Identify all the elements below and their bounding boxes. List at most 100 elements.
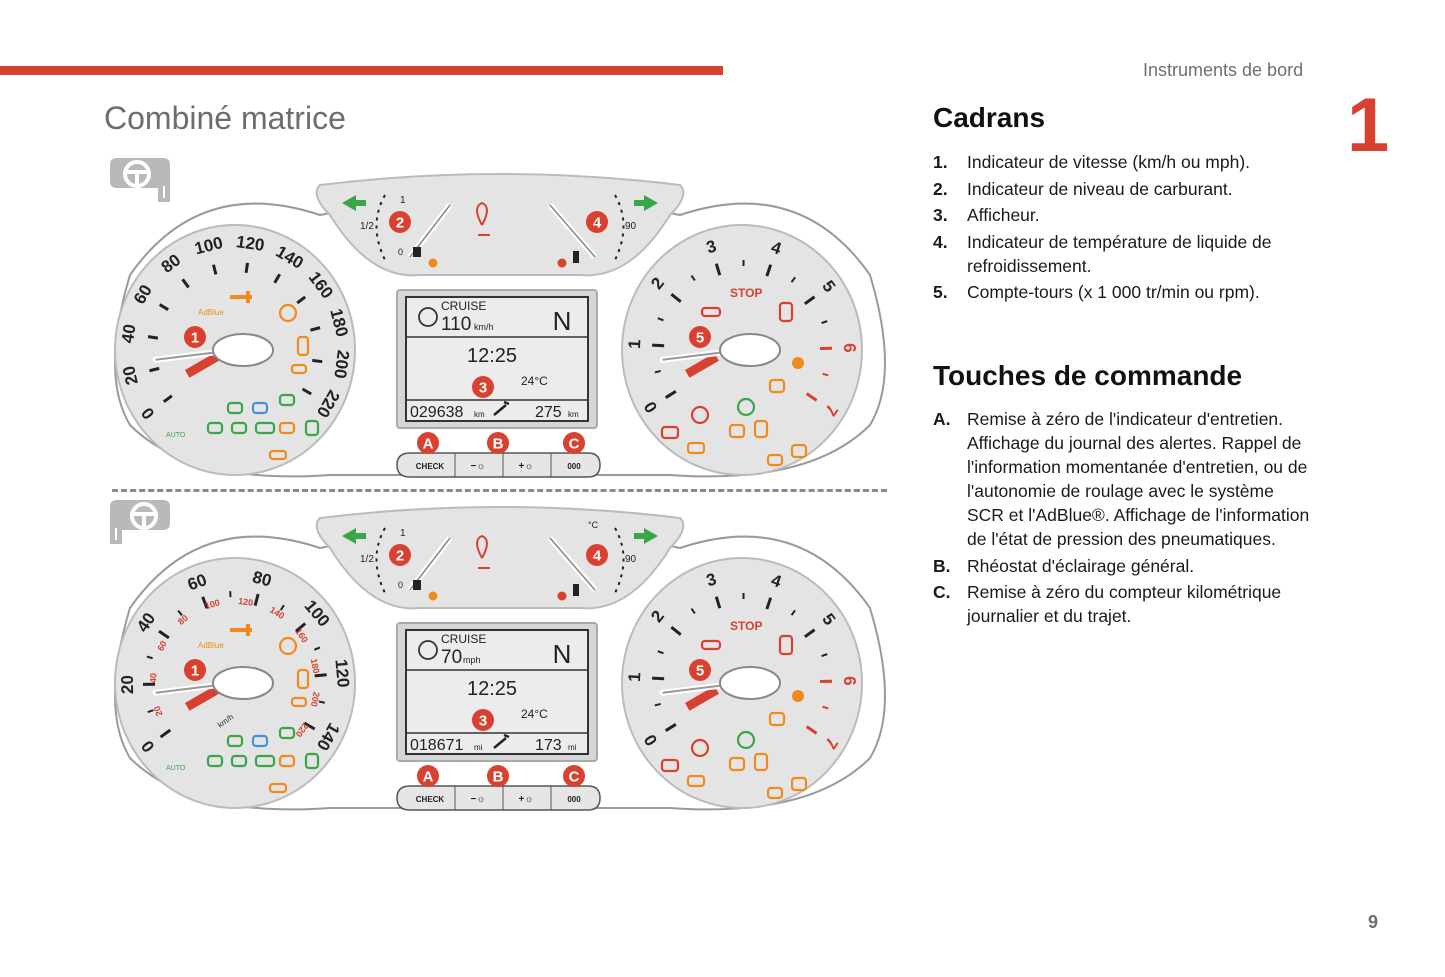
speedometer-inner-tick-label: 60 xyxy=(155,639,168,652)
marker-label: 4 xyxy=(593,215,602,232)
cruise-control-icon xyxy=(418,640,438,660)
speedometer-minor-tick xyxy=(177,610,183,616)
wiper-auto-icon xyxy=(304,419,320,437)
display-speed-unit: mph xyxy=(463,655,481,665)
display-cruise-speed: 110 xyxy=(441,314,471,335)
temperature-90-label: 90 xyxy=(625,554,637,565)
engine-check-icon xyxy=(686,774,706,788)
speedometer-tick xyxy=(147,335,159,340)
separator-dashed-line xyxy=(112,489,887,492)
item-label: 1. xyxy=(933,152,948,172)
marker-A xyxy=(417,432,439,454)
battery-icon xyxy=(660,425,680,440)
marker-label: 2 xyxy=(396,215,404,232)
tachometer-minor-tick xyxy=(822,372,829,377)
tachometer-minor-tick xyxy=(790,609,796,616)
brake-warning-icon xyxy=(690,738,710,758)
stop-start-icon xyxy=(736,730,756,750)
speedometer-tick xyxy=(211,264,218,275)
tachometer-tick-label: 6 xyxy=(840,676,859,686)
button-strip xyxy=(396,452,601,478)
cadrans-list: 1.Indicateur de vitesse (km/h ou mph).2.… xyxy=(933,150,1313,307)
marker-A xyxy=(417,765,439,787)
tachometer-red-band xyxy=(685,353,719,378)
speedometer-tick-label: 20 xyxy=(118,675,137,694)
speedometer-tick xyxy=(162,394,173,403)
button-label: +☼ xyxy=(518,794,533,805)
esp-off-icon xyxy=(768,378,786,394)
seatbelt-warning-icon xyxy=(476,201,490,236)
tachometer-minor-tick xyxy=(821,320,828,324)
item-text: Rhéostat d'éclairage général. xyxy=(967,555,1195,576)
item-text: Compte-tours (x 1 000 tr/min ou rpm). xyxy=(967,282,1260,302)
tachometer-tick xyxy=(652,343,665,348)
speedometer-tick xyxy=(295,622,307,633)
preheating-icon xyxy=(290,363,308,375)
speedometer-tick xyxy=(296,295,307,305)
tachometer-minor-tick xyxy=(657,650,664,655)
tachometer-minor-tick xyxy=(690,607,696,615)
preheating-icon xyxy=(290,696,308,708)
item-text: Indicateur de température de liquide de … xyxy=(967,231,1272,276)
oil-pressure-icon xyxy=(700,639,722,651)
marker-label: 1 xyxy=(191,663,199,680)
chapter-number: 1 xyxy=(1347,83,1390,168)
item-label: 4. xyxy=(933,231,948,252)
abs-icon xyxy=(728,756,746,772)
display-cruise-speed: 70 xyxy=(441,647,462,668)
speedometer-inner-tick-label: 100 xyxy=(204,597,221,611)
speedometer-tick xyxy=(201,596,209,609)
button-label: +☼ xyxy=(518,461,533,472)
fuel-empty-label: 0 xyxy=(398,247,403,257)
adblue-label: AdBlue xyxy=(198,308,224,317)
button-strip xyxy=(396,785,601,811)
speedometer-inner-tick-label: 20 xyxy=(152,705,165,718)
coolant-thermometer-icon xyxy=(573,584,579,596)
marker-B xyxy=(487,432,509,454)
rear-fog-icon xyxy=(278,754,296,768)
steering-wheel-right-hand-drive-icon xyxy=(110,500,170,544)
speedometer-tick xyxy=(181,278,190,289)
marker-2 xyxy=(389,211,411,233)
lane-departure-icon xyxy=(278,726,296,740)
button-label: 000 xyxy=(567,795,581,804)
marker-C xyxy=(563,765,585,787)
list-item: C.Remise à zéro du compteur kilométrique… xyxy=(933,580,1313,628)
speedometer-minor-tick xyxy=(279,604,285,611)
display-speed-unit: km/h xyxy=(474,322,494,332)
display-odometer: 018671 xyxy=(410,737,463,754)
item-label: 2. xyxy=(933,178,948,199)
speedometer-minor-tick xyxy=(313,646,321,651)
fuel-half-label: 1/2 xyxy=(360,554,374,565)
button-label: 000 xyxy=(567,462,581,471)
speedometer-tick xyxy=(301,387,312,396)
tachometer-tick xyxy=(714,263,722,276)
marker-label: 4 xyxy=(593,548,602,565)
rear-fog-icon xyxy=(278,421,296,435)
door-open-icon xyxy=(778,634,794,656)
coolant-warning-icon xyxy=(557,591,567,601)
marker-label: 2 xyxy=(396,548,404,565)
marker-label: C xyxy=(569,436,580,453)
tachometer-tick xyxy=(664,390,677,399)
speedometer-minor-tick xyxy=(146,655,153,660)
brake-warning-icon xyxy=(690,405,710,425)
display-time: 12:25 xyxy=(467,345,517,367)
coolant-warning-icon xyxy=(557,258,567,268)
display-odometer-unit: km xyxy=(474,410,485,419)
lane-departure-icon xyxy=(278,393,296,407)
turn-left-indicator-icon xyxy=(342,528,366,544)
cadrans-heading: Cadrans xyxy=(933,102,1046,133)
fuel-full-label: 1 xyxy=(400,528,406,539)
tachometer-tick xyxy=(805,392,818,402)
temperature-needle-edge xyxy=(549,204,596,258)
touches-list: A.Remise à zéro de l'indicateur d'entret… xyxy=(933,407,1313,631)
service-wrench-display-icon xyxy=(493,400,510,416)
marker-5 xyxy=(689,659,711,681)
coolant-thermometer-icon xyxy=(573,251,579,263)
item-label: 3. xyxy=(933,205,948,225)
tachometer-tick-label: 6 xyxy=(840,343,859,353)
stop-warning-label: STOP xyxy=(730,286,762,300)
tachometer-tick-label: 1 xyxy=(625,672,644,682)
marker-label: 3 xyxy=(479,713,487,730)
